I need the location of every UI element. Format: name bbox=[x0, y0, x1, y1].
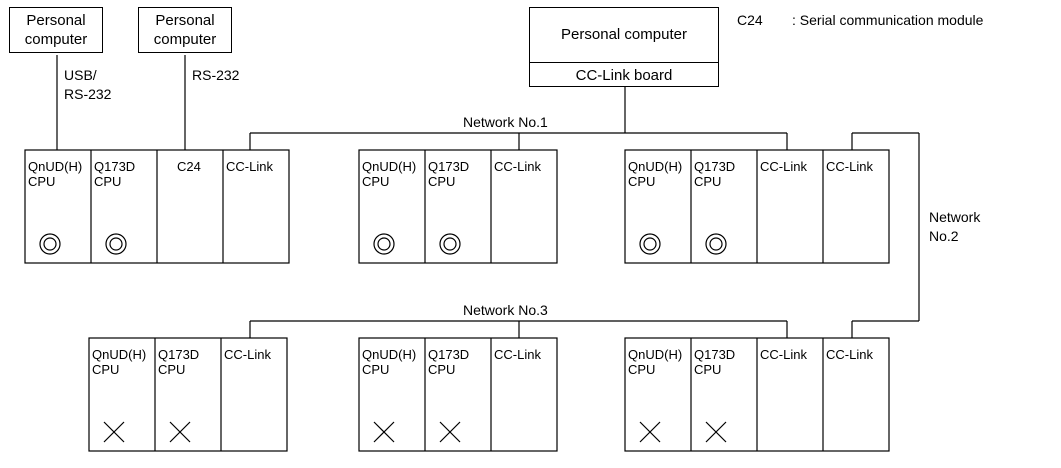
motion-cpu-label: CPU bbox=[94, 174, 122, 189]
pc-label: Personal computer bbox=[561, 26, 687, 43]
cc-link-module-label: CC-Link bbox=[826, 347, 873, 362]
cc-link-module-label: CC-Link bbox=[226, 159, 273, 174]
personal-computer-1: Personal computer bbox=[9, 7, 103, 53]
motion-cpu-label: Q173D bbox=[428, 159, 470, 174]
motion-cpu-label: CPU bbox=[158, 362, 186, 377]
cc-link-board: CC-Link board bbox=[530, 62, 718, 86]
motion-cpu-label: CPU bbox=[428, 362, 456, 377]
motion-cpu-label: Q173D bbox=[428, 347, 470, 362]
plc-station-1 bbox=[24, 149, 290, 264]
access-possible-icon-inner bbox=[643, 237, 657, 251]
personal-computer-2: Personal computer bbox=[138, 7, 232, 53]
usb-rs232-label-line2: RS-232 bbox=[64, 86, 112, 102]
plc-cpu-label: QnUD(H) bbox=[628, 347, 683, 362]
plc-station-4 bbox=[88, 337, 288, 452]
access-possible-icon-inner bbox=[377, 237, 391, 251]
network-2-label-line2: No.2 bbox=[929, 228, 959, 244]
plc-station-3 bbox=[624, 149, 890, 264]
plc-station-6 bbox=[624, 337, 890, 452]
cc-link-module-label: CC-Link bbox=[494, 159, 541, 174]
connection-lines bbox=[56, 55, 920, 338]
access-impossible-icon bbox=[439, 421, 461, 443]
motion-cpu-label: CPU bbox=[428, 174, 456, 189]
station-base bbox=[88, 337, 288, 452]
plc-cpu-label: CPU bbox=[628, 174, 656, 189]
plc-cpu-label: QnUD(H) bbox=[628, 159, 683, 174]
pc-label-line2: computer bbox=[153, 31, 217, 48]
plc-cpu-label: QnUD(H) bbox=[362, 347, 417, 362]
motion-cpu-label: Q173D bbox=[158, 347, 200, 362]
station-base bbox=[358, 337, 558, 452]
cc-link-module-label: CC-Link bbox=[826, 159, 873, 174]
usb-rs232-label-line1: USB/ bbox=[64, 67, 97, 83]
pc-label-line1: Personal bbox=[155, 12, 215, 29]
motion-cpu-label: Q173D bbox=[694, 347, 736, 362]
motion-cpu-label: Q173D bbox=[94, 159, 136, 174]
legend-abbr: C24 bbox=[737, 12, 763, 28]
c24-module-label: C24 bbox=[177, 159, 201, 174]
network-3-label: Network No.3 bbox=[463, 302, 548, 318]
plc-cpu-label: CPU bbox=[92, 362, 120, 377]
access-possible-icon-inner bbox=[709, 237, 723, 251]
access-possible-icon-inner bbox=[43, 237, 57, 251]
personal-computer-3: Personal computer CC-Link board bbox=[529, 7, 719, 87]
plc-station-5 bbox=[358, 337, 558, 452]
access-possible-icon-inner bbox=[109, 237, 123, 251]
plc-cpu-label: CPU bbox=[362, 174, 390, 189]
access-impossible-icon bbox=[639, 421, 661, 443]
cc-link-module-label: CC-Link bbox=[760, 347, 807, 362]
pc-label-line2: computer bbox=[24, 31, 88, 48]
plc-cpu-label: QnUD(H) bbox=[92, 347, 147, 362]
plc-cpu-label: QnUD(H) bbox=[28, 159, 83, 174]
access-possible-icon bbox=[639, 233, 661, 255]
access-possible-icon-inner bbox=[443, 237, 457, 251]
plc-cpu-label: CPU bbox=[28, 174, 56, 189]
access-impossible-icon bbox=[705, 421, 727, 443]
access-possible-icon bbox=[39, 233, 61, 255]
plc-cpu-label: QnUD(H) bbox=[362, 159, 417, 174]
access-impossible-icon bbox=[169, 421, 191, 443]
plc-station-2 bbox=[358, 149, 558, 264]
motion-cpu-label: CPU bbox=[694, 362, 722, 377]
plc-cpu-label: CPU bbox=[628, 362, 656, 377]
access-possible-icon bbox=[105, 233, 127, 255]
cc-link-board-label: CC-Link board bbox=[575, 67, 673, 84]
cc-link-module-label: CC-Link bbox=[494, 347, 541, 362]
network-2-label-line1: Network bbox=[929, 209, 981, 225]
motion-cpu-label: Q173D bbox=[694, 159, 736, 174]
cc-link-module-label: CC-Link bbox=[224, 347, 271, 362]
network-1-label: Network No.1 bbox=[463, 114, 548, 130]
cc-link-module-label: CC-Link bbox=[760, 159, 807, 174]
legend-description: : Serial communication module bbox=[792, 12, 984, 28]
access-possible-icon bbox=[705, 233, 727, 255]
motion-cpu-label: CPU bbox=[694, 174, 722, 189]
rs232-label: RS-232 bbox=[192, 67, 240, 83]
access-possible-icon bbox=[439, 233, 461, 255]
station-modules bbox=[24, 149, 890, 452]
plc-cpu-label: CPU bbox=[362, 362, 390, 377]
access-impossible-icon bbox=[373, 421, 395, 443]
station-base bbox=[358, 149, 558, 264]
pc-label-line1: Personal bbox=[26, 12, 86, 29]
access-possible-icon bbox=[373, 233, 395, 255]
access-impossible-icon bbox=[103, 421, 125, 443]
